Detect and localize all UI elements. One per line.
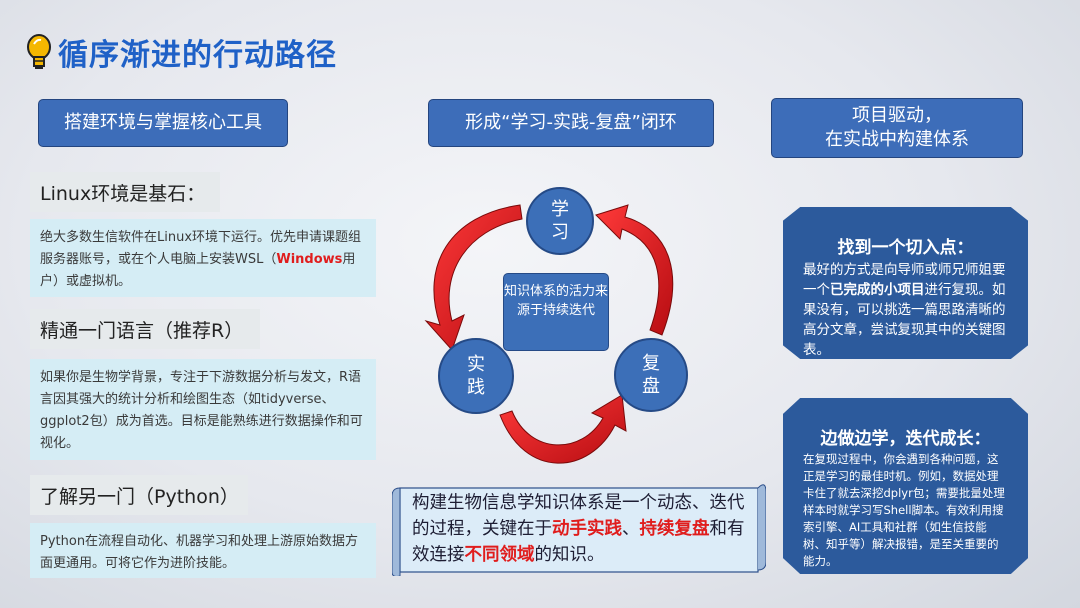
linux-text-a: 绝大多数生信软件在Linux环境下运行。优先申请课题组服务器账号，或在个人电脑上…: [40, 230, 362, 267]
summary-sep: 、: [622, 519, 640, 539]
header-box-environment: 搭建环境与掌握核心工具: [38, 99, 288, 147]
page-title-row: 循序渐进的行动路径: [24, 30, 337, 74]
learn-char-1: 学: [551, 198, 569, 220]
linux-paragraph: 绝大多数生信软件在Linux环境下运行。优先申请课题组服务器账号，或在个人电脑上…: [30, 219, 376, 297]
python-paragraph: Python在流程自动化、机器学习和处理上游原始数据方面更通用。可将它作为进阶技…: [30, 523, 376, 578]
summary-part-1: 构建生物信息学知识体系是一个动态、迭代的过程，关键在于: [412, 493, 745, 539]
entry-text-a: 最好的方式是向导师或师兄师姐要一个: [803, 262, 1006, 298]
language-paragraph: 如果你是生物学背景，专注于下游数据分析与发文，R语言因其强大的统计分析和绘图生态…: [30, 359, 376, 460]
linux-subheading: Linux环境是基石：: [30, 172, 220, 212]
summary-part-3: 的知识。: [534, 545, 605, 565]
entry-text-b: 进行复现。如果没有，可以挑选一篇思路清晰的高分文章，尝试复现其中的关键图表。: [803, 282, 1006, 358]
review-char-1: 复: [642, 352, 660, 374]
practice-circle: 实践: [438, 338, 514, 414]
iterate-text: 在复现过程中，你会遇到各种问题，这正是学习的最佳时机。例如，数据处理卡住了就去深…: [803, 452, 1005, 568]
language-subheading: 精通一门语言（推荐R）: [30, 309, 260, 349]
summary-scroll: 构建生物信息学知识体系是一个动态、迭代的过程，关键在于动手实践、持续复盘和有效连…: [392, 480, 766, 576]
practice-char-2: 践: [467, 377, 485, 398]
linux-text-b: 用户）或虚拟机。: [40, 252, 356, 289]
cycle-center-box: 知识体系的活力来源于持续迭代: [503, 273, 609, 351]
page-title: 循序渐进的行动路径: [58, 38, 337, 73]
entry-text-bold: 已完成的小项目: [830, 282, 925, 298]
review-char-2: 盘: [642, 376, 660, 397]
review-circle: 复盘: [614, 338, 688, 412]
learn-circle: 学习: [526, 187, 594, 255]
header-line-1: 项目驱动，: [852, 104, 942, 126]
python-subheading: 了解另一门（Python）: [30, 475, 248, 515]
scroll-frame: [392, 484, 766, 576]
iterate-title: 边做边学，迭代成长：: [820, 429, 991, 449]
highlight-review: 持续复盘: [639, 519, 710, 539]
header-line-2: 在实战中构建体系: [825, 129, 969, 150]
iterate-card: 边做边学，迭代成长： 在复现过程中，你会遇到各种问题，这正是学习的最佳时机。例如…: [783, 398, 1028, 574]
arrow-review-to-learn: [595, 204, 674, 336]
highlight-hands-on: 动手实践: [552, 519, 622, 539]
summary-part-2: 和有效连接: [412, 519, 745, 565]
header-box-closed-loop: 形成“学习-实践-复盘”闭环: [428, 99, 714, 147]
header-box-project-driven: 项目驱动， 在实战中构建体系: [771, 98, 1023, 158]
entry-point-card: 找到一个切入点： 最好的方式是向导师或师兄师姐要一个已完成的小项目进行复现。如果…: [783, 207, 1028, 359]
entry-point-title: 找到一个切入点：: [837, 238, 974, 258]
cycle-arrows: [424, 204, 674, 464]
arrow-practice-to-review: [499, 394, 627, 464]
windows-highlight: Windows: [276, 252, 343, 267]
lightbulb-icon: [27, 34, 51, 69]
summary-text: 构建生物信息学知识体系是一个动态、迭代的过程，关键在于动手实践、持续复盘和有效连…: [412, 490, 757, 568]
entry-point-text: 最好的方式是向导师或师兄师姐要一个已完成的小项目进行复现。如果没有，可以挑选一篇…: [803, 260, 1008, 359]
learn-char-2: 习: [551, 222, 569, 243]
practice-char-1: 实: [467, 353, 485, 375]
highlight-domains: 不同领域: [464, 545, 535, 565]
